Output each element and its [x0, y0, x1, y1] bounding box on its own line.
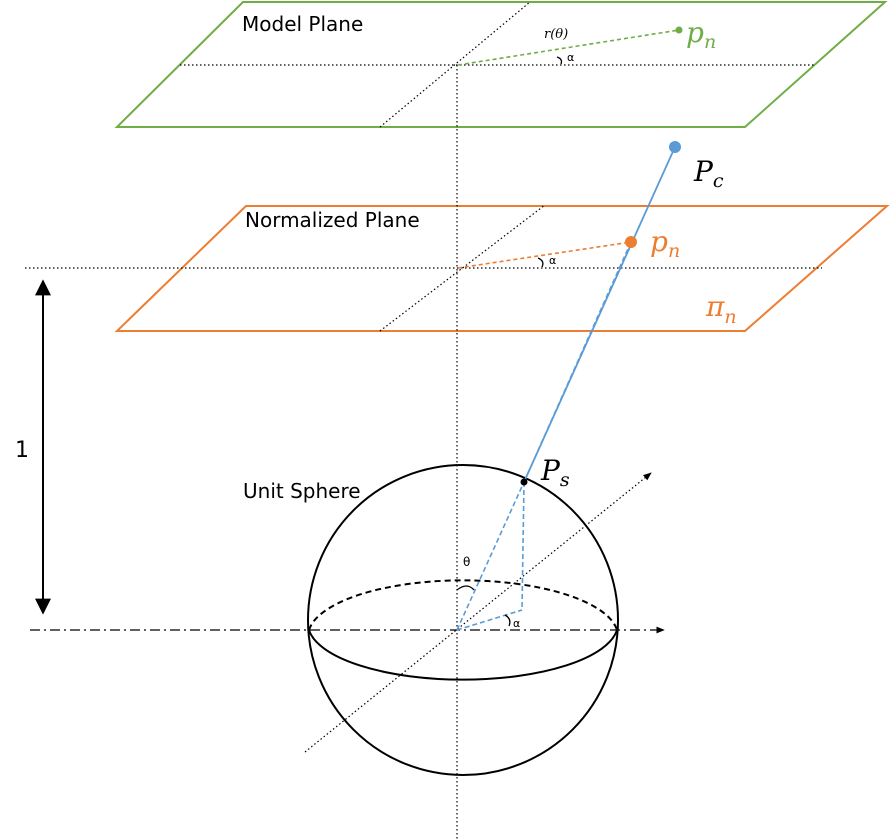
unit-length-label: 1 [15, 438, 29, 463]
normalized-plane-alpha-arc [537, 257, 544, 268]
ps-label: Ps [540, 454, 570, 491]
ps-vertical-drop [521, 481, 525, 611]
ground-alpha-arc [504, 614, 511, 627]
equator-back-half [308, 579, 618, 631]
unit-sphere-title: Unit Sphere [243, 479, 361, 503]
depth-axis [304, 472, 652, 753]
model-plane: Model Plane r(θ) α pn [114, 0, 888, 128]
ray-ps-to-pn-dashed [523, 241, 632, 483]
normalized-plane-title: Normalized Plane [245, 208, 420, 232]
projection-ray: θ α Pc Ps [456, 141, 724, 631]
model-plane-title: Model Plane [242, 12, 363, 36]
point-pc [669, 141, 681, 153]
model-alpha-label: α [567, 51, 574, 64]
unit-sphere: Unit Sphere [243, 464, 619, 776]
pi-n-label: πn [705, 290, 737, 328]
ray-origin-to-ps [456, 481, 525, 631]
model-plane-alpha-arc [556, 56, 563, 65]
ps-projection-on-ground [456, 609, 523, 631]
theta-arc [456, 585, 475, 591]
ground-alpha-label: α [513, 617, 520, 630]
point-ps [520, 478, 528, 486]
sphere-outline [307, 464, 619, 776]
normalized-alpha-label: α [549, 254, 556, 267]
normalized-pn-label: pn [650, 225, 680, 262]
model-plane-outline [114, 0, 888, 128]
model-plane-depth-axis [379, 1, 531, 128]
unit-height-dimension: 1 [15, 279, 51, 615]
normalized-plane-outline [114, 205, 890, 332]
model-plane-point [675, 26, 683, 34]
ray-pc-to-ps [523, 146, 676, 483]
r-theta-label: r(θ) [544, 27, 568, 42]
normalized-plane-depth-axis [379, 204, 546, 332]
coordinate-axes [30, 65, 665, 839]
normalized-plane: Normalized Plane α pn πn [25, 204, 890, 332]
equator-front-half [308, 629, 618, 681]
model-plane-radial-line [457, 29, 680, 66]
point-pn-normalized [625, 236, 637, 248]
normalized-plane-radial-line [457, 241, 632, 269]
pc-label: Pc [693, 155, 724, 192]
model-pn-label: pn [686, 16, 716, 53]
theta-label: θ [463, 555, 470, 569]
